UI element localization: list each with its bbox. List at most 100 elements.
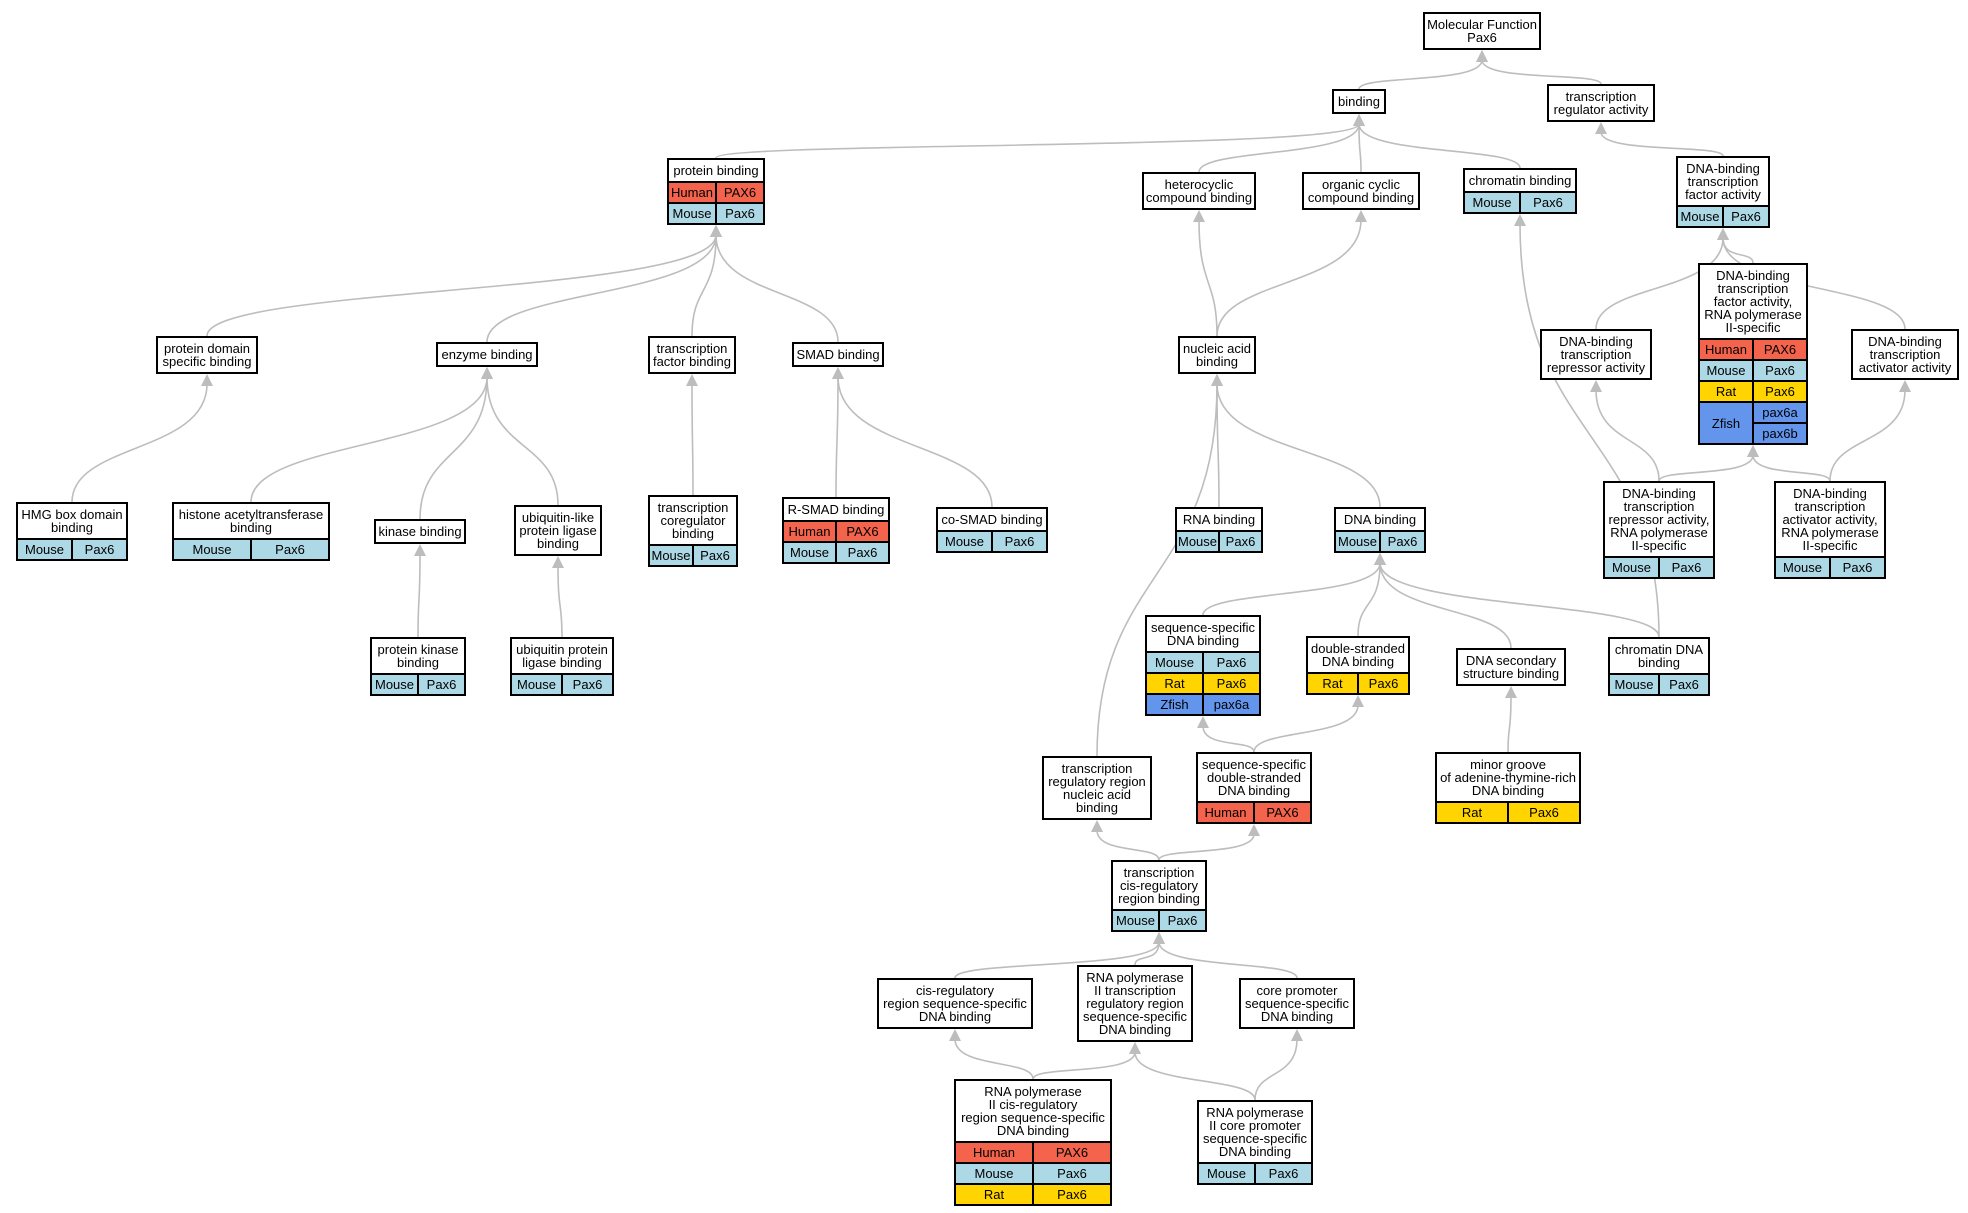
species-label: Mouse: [1154, 655, 1195, 670]
gene-label: Pax6: [1765, 384, 1795, 399]
edge-line: [1658, 454, 1754, 482]
term-label-line: RNA polymerase: [1206, 1105, 1304, 1120]
gene-cell: Pax6: [1032, 1185, 1110, 1204]
edge-arrowhead: [1091, 820, 1103, 832]
edge-arrowhead: [1197, 716, 1209, 728]
gene-label: Pax6: [1731, 209, 1761, 224]
edge-line: [954, 941, 1160, 979]
term-label-line: Molecular Function: [1427, 17, 1537, 32]
go-term-smad-binding[interactable]: SMAD binding: [792, 342, 884, 367]
gene-cell: Pax6: [1829, 558, 1884, 577]
gene-cell: Pax6: [1202, 674, 1259, 693]
edge-line: [486, 234, 717, 343]
edge-arrowhead: [1291, 1029, 1303, 1041]
term-label-line: repressor activity,: [1608, 512, 1710, 527]
edge-line: [1358, 123, 1521, 169]
term-label-line: specific binding: [162, 354, 252, 369]
term-label-line: HMG box domain: [21, 507, 123, 522]
gene-label: pax6a: [1213, 697, 1250, 712]
term-label-line: regulatory region: [1086, 996, 1184, 1011]
edge-line: [1722, 237, 1906, 330]
species-label: Human: [1204, 805, 1247, 820]
edge-line: [206, 234, 717, 337]
term-label-line: binding: [1196, 354, 1238, 369]
gene-label: PAX6: [1266, 805, 1299, 820]
term-label-line: DNA binding: [1217, 783, 1291, 798]
species-label: Rat: [1715, 384, 1737, 399]
edge-arrowhead: [1899, 380, 1911, 392]
edge-line: [1202, 562, 1381, 616]
gene-label: Pax6: [1216, 655, 1247, 670]
gene-label: Pax6: [700, 548, 730, 563]
go-term-binding[interactable]: binding: [1332, 89, 1386, 114]
go-term-kinase-binding[interactable]: kinase binding: [374, 519, 466, 544]
term-label-line: II-specific: [1802, 538, 1858, 553]
term-label-line: DNA binding: [1260, 1009, 1334, 1024]
term-label-line: double-stranded: [1207, 770, 1301, 785]
gene-label: Pax6: [1533, 195, 1563, 210]
term-label-line: nucleic acid: [1183, 341, 1251, 356]
gene-cell: Pax6: [1218, 532, 1261, 551]
gene-cell: PAX6: [715, 183, 763, 202]
term-label-line: activator activity: [1858, 360, 1952, 375]
go-term-enzyme-binding[interactable]: enzyme binding: [436, 342, 538, 367]
term-label-line: RNA polymerase: [984, 1084, 1082, 1099]
gene-label: PAX6: [1763, 342, 1797, 357]
gene-label: PAX6: [723, 185, 757, 200]
gene-cell: Pax6: [1722, 207, 1768, 226]
term-label-line: transcription: [1687, 174, 1759, 189]
edge-arrowhead: [1747, 445, 1759, 457]
edge-arrowhead: [1353, 114, 1365, 126]
species-label: Human: [788, 524, 831, 539]
species-label: Mouse: [1680, 209, 1720, 224]
